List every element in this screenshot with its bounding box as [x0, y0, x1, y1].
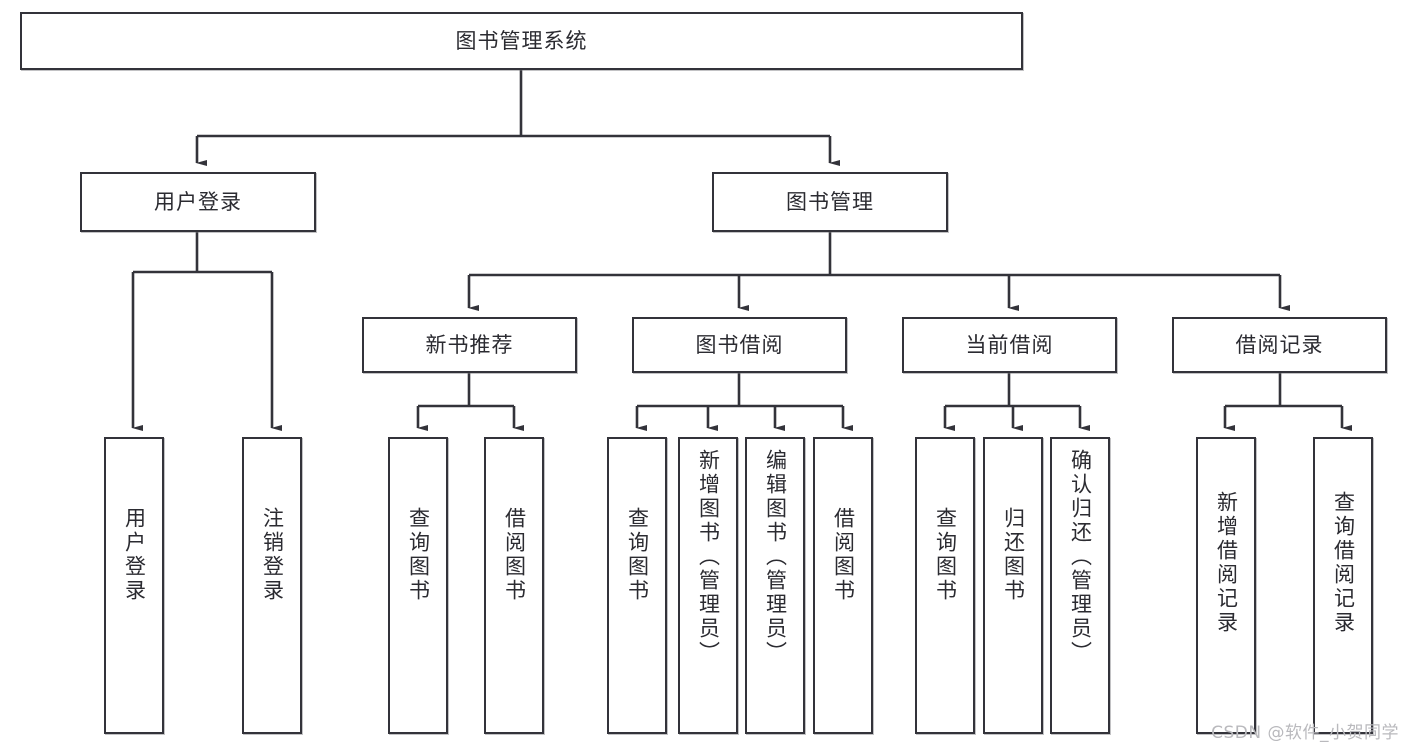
- node-new-book-recommend[interactable]: 新书推荐: [362, 317, 577, 373]
- node-borrow-record-label: 借阅记录: [1235, 332, 1324, 357]
- node-leaf-borrow-book-1[interactable]: 借阅图书: [484, 437, 544, 734]
- node-leaf-borrow-book-2[interactable]: 借阅图书: [813, 437, 873, 734]
- node-leaf-user-login-label: 用户登录: [122, 507, 147, 603]
- node-leaf-add-book-label: 新增图书（管理员）: [696, 449, 721, 665]
- node-leaf-query-book-1-label: 查询图书: [406, 507, 431, 603]
- node-leaf-edit-book-label: 编辑图书（管理员）: [763, 449, 788, 665]
- node-leaf-query-book-3[interactable]: 查询图书: [915, 437, 975, 734]
- node-leaf-borrow-book-2-label: 借阅图书: [831, 507, 856, 603]
- node-leaf-confirm-return[interactable]: 确认归还（管理员）: [1050, 437, 1110, 734]
- node-leaf-return-book-label: 归还图书: [1001, 507, 1026, 603]
- node-leaf-return-book[interactable]: 归还图书: [983, 437, 1043, 734]
- node-leaf-edit-book[interactable]: 编辑图书（管理员）: [745, 437, 805, 734]
- node-book-borrow[interactable]: 图书借阅: [632, 317, 847, 373]
- node-current-borrow-label: 当前借阅: [965, 332, 1054, 357]
- node-leaf-add-book[interactable]: 新增图书（管理员）: [678, 437, 738, 734]
- node-leaf-logout-login[interactable]: 注销登录: [242, 437, 302, 734]
- node-leaf-query-book-2[interactable]: 查询图书: [607, 437, 667, 734]
- node-user-login-label: 用户登录: [154, 189, 242, 214]
- node-new-book-recommend-label: 新书推荐: [425, 332, 514, 357]
- node-leaf-query-borrow-record[interactable]: 查询借阅记录: [1313, 437, 1373, 734]
- node-leaf-borrow-book-1-label: 借阅图书: [502, 507, 527, 603]
- node-leaf-add-borrow-record[interactable]: 新增借阅记录: [1196, 437, 1256, 734]
- node-book-borrow-label: 图书借阅: [695, 332, 784, 357]
- node-leaf-user-login[interactable]: 用户登录: [104, 437, 164, 734]
- node-leaf-query-book-1[interactable]: 查询图书: [388, 437, 448, 734]
- node-book-manage-label: 图书管理: [786, 189, 874, 214]
- node-borrow-record[interactable]: 借阅记录: [1172, 317, 1387, 373]
- node-leaf-confirm-return-label: 确认归还（管理员）: [1068, 449, 1093, 665]
- node-book-manage[interactable]: 图书管理: [712, 172, 948, 232]
- node-leaf-query-borrow-record-label: 查询借阅记录: [1331, 491, 1356, 635]
- node-root-label: 图书管理系统: [455, 28, 588, 53]
- node-leaf-query-book-2-label: 查询图书: [625, 507, 650, 603]
- node-leaf-logout-login-label: 注销登录: [260, 507, 285, 603]
- node-leaf-add-borrow-record-label: 新增借阅记录: [1214, 491, 1239, 635]
- node-leaf-query-book-3-label: 查询图书: [933, 507, 958, 603]
- node-user-login[interactable]: 用户登录: [80, 172, 316, 232]
- node-root[interactable]: 图书管理系统: [20, 12, 1023, 70]
- node-current-borrow[interactable]: 当前借阅: [902, 317, 1117, 373]
